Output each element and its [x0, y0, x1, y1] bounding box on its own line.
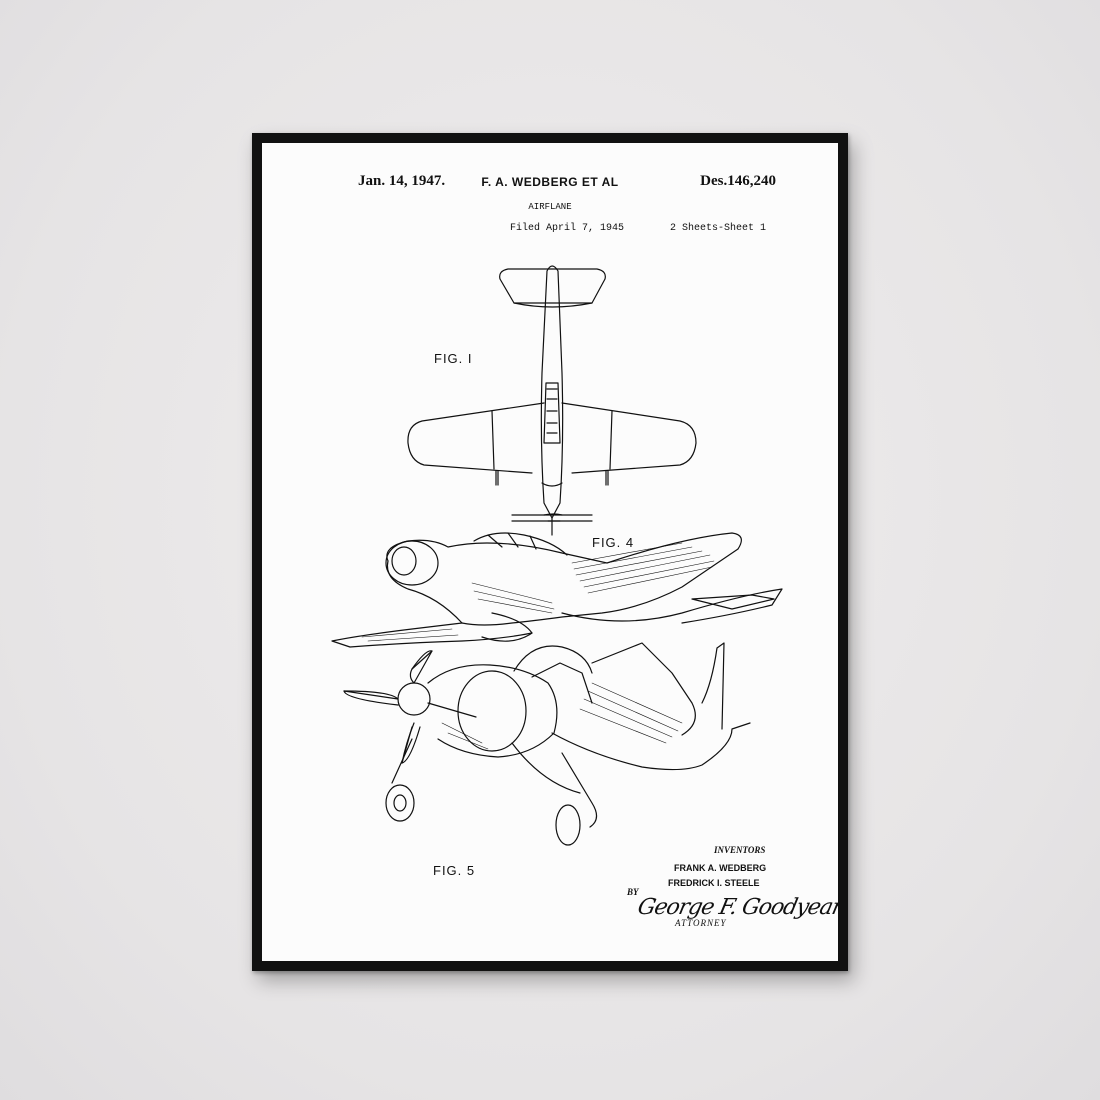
attorney-signature: George F. Goodyear	[635, 895, 838, 920]
patent-title: AIRFLANE	[528, 202, 572, 212]
airplane-illustrations	[331, 265, 783, 846]
sheet-count: 2 Sheets-Sheet 1	[670, 223, 767, 234]
inventor-header: F. A. WEDBERG ET AL	[481, 175, 619, 189]
inventor-name-2: FREDRICK I. STEELE	[668, 878, 760, 888]
attorney-label: ATTORNEY	[675, 918, 727, 928]
patent-drawing-sheet: Jan. 14, 1947. F. A. WEDBERG ET AL Des.1…	[262, 143, 838, 961]
inventor-name-1: FRANK A. WEDBERG	[674, 863, 767, 873]
picture-frame: Jan. 14, 1947. F. A. WEDBERG ET AL Des.1…	[252, 133, 848, 971]
design-number: Des.146,240	[700, 173, 776, 189]
fig5-label: FIG. 5	[433, 863, 476, 878]
patent-date: Jan. 14, 1947.	[358, 173, 446, 189]
fig4-label: FIG. 4	[592, 535, 635, 550]
inventors-heading: INVENTORS	[714, 845, 766, 855]
fig4-perspective-airplane	[331, 532, 783, 648]
by-label: BY	[627, 887, 639, 897]
fig1-top-view-airplane	[407, 265, 697, 536]
fig1-label: FIG. I	[434, 351, 473, 366]
filed-date: Filed April 7, 1945	[510, 223, 625, 234]
fig5-propeller-airplane	[343, 642, 751, 846]
